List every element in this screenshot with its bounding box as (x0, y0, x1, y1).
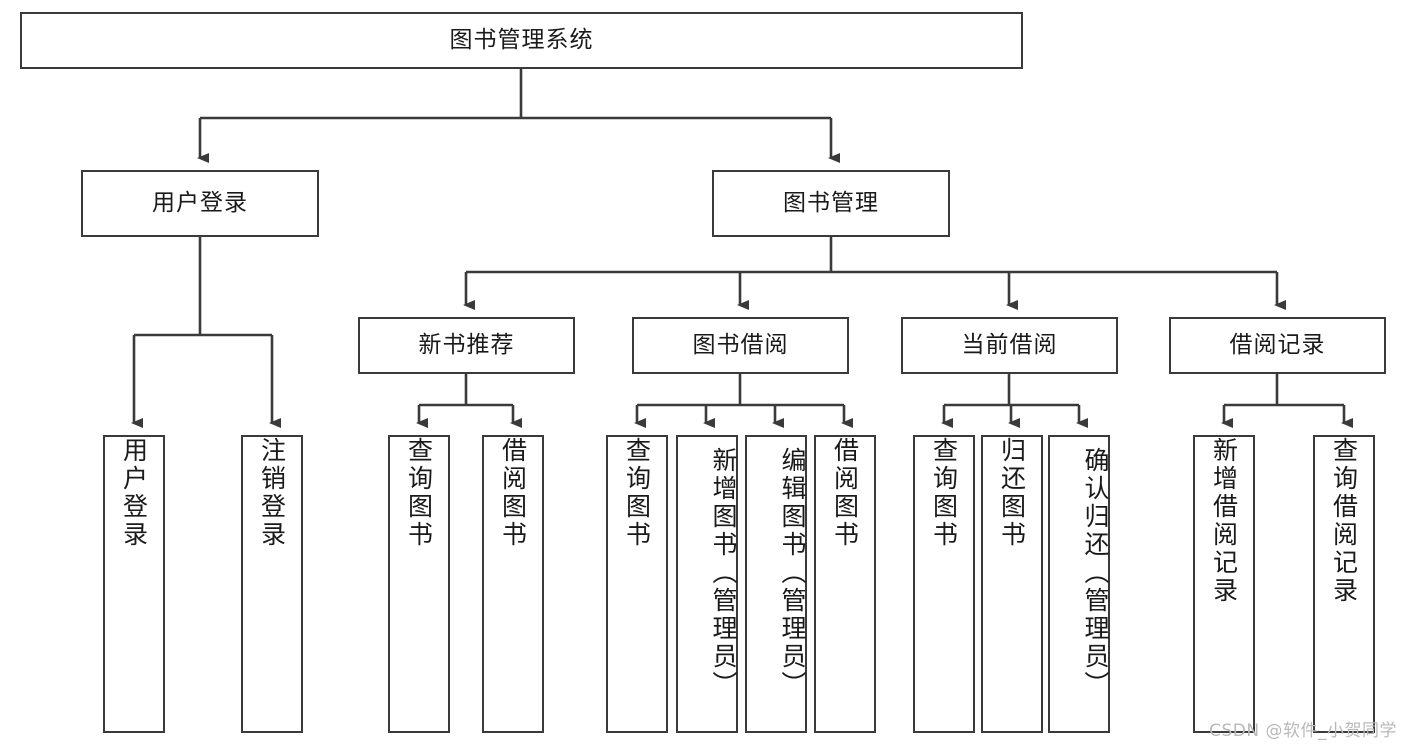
leaf-confirm-return-admin-label: 确认归还（管理员） (1081, 447, 1110, 699)
node-book-management[interactable]: 图书管理 (712, 170, 950, 237)
leaf-user-login[interactable]: 用户登录 (103, 435, 165, 733)
node-user-login[interactable]: 用户登录 (81, 170, 319, 237)
leaf-query-book-recommend[interactable]: 查询图书 (388, 435, 450, 733)
watermark: CSDN @软件_小贺同学 (1209, 721, 1397, 741)
leaf-confirm-return-admin[interactable]: 确认归还（管理员） (1048, 435, 1110, 733)
leaf-add-borrow-record[interactable]: 新增借阅记录 (1193, 435, 1255, 733)
leaf-edit-book-admin-label: 编辑图书（管理员） (778, 447, 807, 699)
leaf-add-book-admin-label: 新增图书（管理员） (709, 447, 738, 699)
leaf-user-login-label: 用户登录 (119, 437, 149, 549)
node-book-borrow-label: 图书借阅 (692, 331, 789, 358)
leaf-borrow-book-recommend-label: 借阅图书 (498, 437, 528, 549)
node-book-management-label: 图书管理 (783, 189, 879, 216)
leaf-add-borrow-record-label: 新增借阅记录 (1209, 437, 1239, 605)
node-root-label: 图书管理系统 (449, 26, 594, 53)
leaf-add-book-admin[interactable]: 新增图书（管理员） (676, 435, 738, 733)
node-borrow-record-label: 借阅记录 (1229, 331, 1326, 358)
leaf-return-book-label: 归还图书 (997, 437, 1027, 549)
leaf-logout-label: 注销登录 (257, 437, 287, 549)
leaf-query-book-borrow[interactable]: 查询图书 (606, 435, 668, 733)
leaf-borrow-book[interactable]: 借阅图书 (814, 435, 876, 733)
node-new-book-recommend-label: 新书推荐 (418, 331, 515, 358)
leaf-query-book-current[interactable]: 查询图书 (913, 435, 975, 733)
leaf-edit-book-admin[interactable]: 编辑图书（管理员） (745, 435, 807, 733)
node-borrow-record[interactable]: 借阅记录 (1169, 317, 1386, 374)
leaf-query-borrow-record[interactable]: 查询借阅记录 (1313, 435, 1375, 733)
leaf-query-book-borrow-label: 查询图书 (622, 437, 652, 549)
leaf-borrow-book-recommend[interactable]: 借阅图书 (482, 435, 544, 733)
node-new-book-recommend[interactable]: 新书推荐 (358, 317, 575, 374)
node-user-login-label: 用户登录 (152, 189, 248, 216)
leaf-query-borrow-record-label: 查询借阅记录 (1329, 437, 1359, 605)
leaf-logout[interactable]: 注销登录 (241, 435, 303, 733)
leaf-query-book-current-label: 查询图书 (929, 437, 959, 549)
node-current-borrow-label: 当前借阅 (961, 331, 1058, 358)
node-root[interactable]: 图书管理系统 (20, 12, 1023, 69)
leaf-query-book-recommend-label: 查询图书 (404, 437, 434, 549)
leaf-return-book[interactable]: 归还图书 (981, 435, 1043, 733)
leaf-borrow-book-label: 借阅图书 (830, 437, 860, 549)
node-current-borrow[interactable]: 当前借阅 (901, 317, 1118, 374)
node-book-borrow[interactable]: 图书借阅 (632, 317, 849, 374)
